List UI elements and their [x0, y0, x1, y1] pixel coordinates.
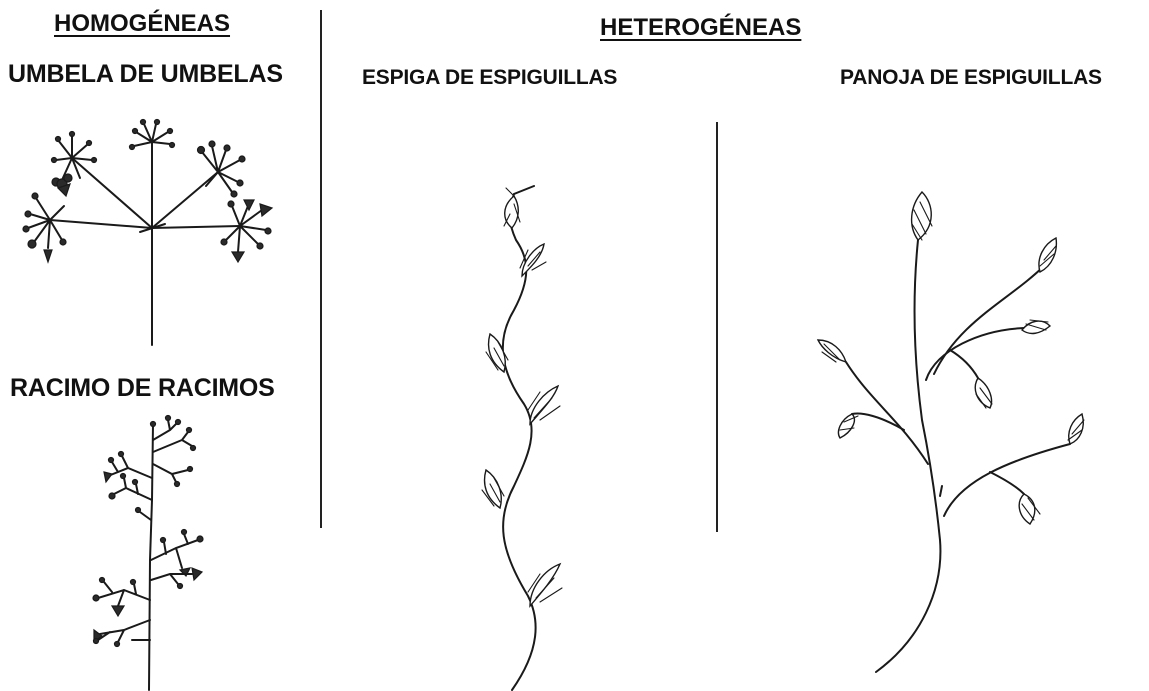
label-panoja-de-espiguillas: PANOJA DE ESPIGUILLAS	[840, 66, 1102, 89]
divider-left	[320, 10, 322, 528]
label-espiga-de-espiguillas: ESPIGA DE ESPIGUILLAS	[362, 66, 618, 89]
divider-right	[716, 122, 718, 532]
racimo-de-racimos-drawing	[92, 414, 204, 691]
heading-heterogeneas: HETEROGÉNEAS	[600, 14, 802, 41]
espiga-de-espiguillas-drawing	[481, 185, 563, 691]
heading-homogeneas: HOMOGÉNEAS	[54, 10, 231, 37]
label-racimo-de-racimos: RACIMO DE RACIMOS	[10, 374, 275, 402]
label-umbela-de-umbelas: UMBELA DE UMBELAS	[8, 60, 283, 88]
umbela-de-umbelas-drawing	[22, 118, 274, 346]
panoja-de-espiguillas-drawing	[816, 190, 1085, 673]
